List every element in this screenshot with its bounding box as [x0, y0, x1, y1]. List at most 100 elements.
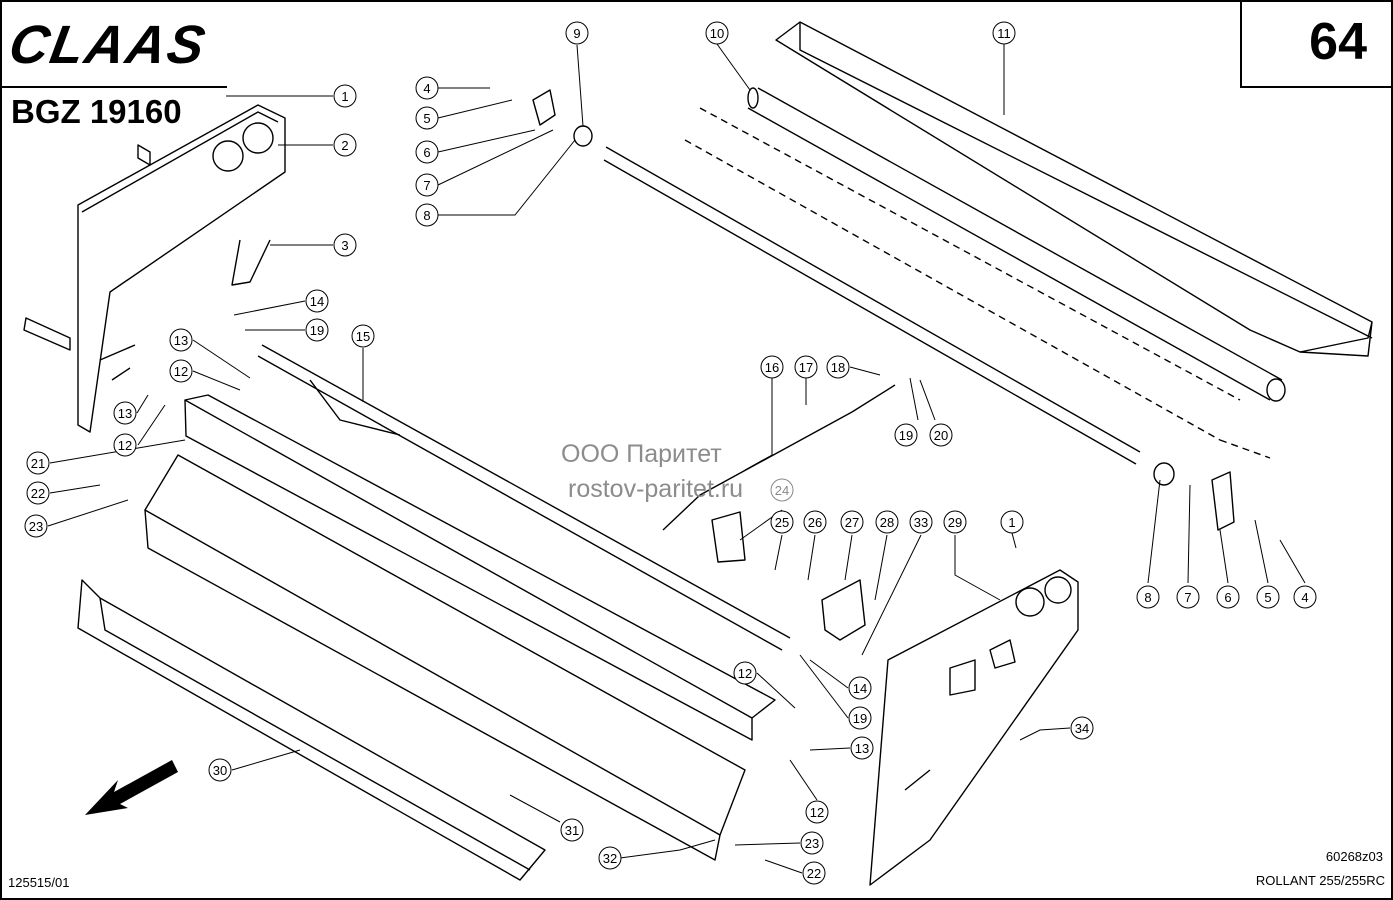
svg-text:31: 31 [565, 823, 579, 838]
svg-text:7: 7 [1184, 590, 1191, 605]
callout-13-c: 13 [850, 736, 874, 760]
callout-5-top: 5 [415, 106, 439, 130]
leader-lines [47, 43, 1306, 874]
svg-text:9: 9 [573, 26, 580, 41]
svg-text:32: 32 [603, 851, 617, 866]
svg-text:14: 14 [853, 681, 867, 696]
strip-30 [77, 579, 546, 881]
callout-24: 24 [770, 478, 794, 502]
callout-12-b: 12 [113, 433, 137, 457]
callout-14-left: 14 [305, 289, 329, 313]
svg-text:22: 22 [31, 486, 45, 501]
callout-15: 15 [351, 324, 375, 348]
svg-text:13: 13 [174, 333, 188, 348]
callout-1-right: 1 [1000, 510, 1024, 534]
svg-text:19: 19 [310, 323, 324, 338]
bracket-11 [775, 21, 1373, 357]
svg-text:1: 1 [341, 89, 348, 104]
svg-text:24: 24 [775, 483, 789, 498]
svg-text:2: 2 [341, 138, 348, 153]
svg-text:13: 13 [118, 406, 132, 421]
svg-text:22: 22 [807, 866, 821, 881]
cover-32 [144, 454, 746, 861]
callout-6-top: 6 [415, 140, 439, 164]
callout-27: 27 [840, 510, 864, 534]
callout-19-right: 19 [848, 706, 872, 730]
header-divider-right-vertical [1240, 2, 1242, 87]
callout-5-right: 5 [1256, 585, 1280, 609]
callout-23-right: 23 [800, 831, 824, 855]
model-label: ROLLANT 255/255RC [1255, 873, 1385, 888]
assembly-code: BGZ 19160 [11, 93, 182, 130]
callout-29: 29 [943, 510, 967, 534]
actuator-24 [711, 511, 746, 563]
callout-33: 33 [909, 510, 933, 534]
svg-text:29: 29 [948, 515, 962, 530]
callout-30: 30 [208, 758, 232, 782]
callout-22-right: 22 [802, 861, 826, 885]
svg-text:5: 5 [1264, 590, 1271, 605]
svg-text:19: 19 [899, 428, 913, 443]
callout-14-right: 14 [848, 676, 872, 700]
callout-7-top: 7 [415, 173, 439, 197]
svg-text:4: 4 [1301, 590, 1308, 605]
callout-17: 17 [794, 355, 818, 379]
svg-text:23: 23 [805, 836, 819, 851]
bracket-6-top [532, 89, 556, 126]
svg-text:10: 10 [710, 26, 724, 41]
rod-16-17 [662, 384, 896, 531]
callout-3: 3 [333, 233, 357, 257]
callout-32: 32 [598, 846, 622, 870]
document-number: 125515/01 [8, 875, 70, 890]
callout-7-right: 7 [1176, 585, 1200, 609]
svg-text:6: 6 [1224, 590, 1231, 605]
drawing-number: 60268z03 [1325, 849, 1383, 864]
callout-2: 2 [333, 133, 357, 157]
svg-text:1: 1 [1008, 515, 1015, 530]
svg-text:20: 20 [934, 428, 948, 443]
bracket-6-right [1211, 471, 1235, 531]
svg-text:12: 12 [118, 438, 132, 453]
bar-15 [257, 344, 791, 651]
callout-25: 25 [770, 510, 794, 534]
bracket-27 [821, 579, 866, 641]
svg-text:8: 8 [423, 208, 430, 223]
svg-text:6: 6 [423, 145, 430, 160]
svg-text:11: 11 [997, 26, 1011, 41]
svg-text:12: 12 [810, 805, 824, 820]
shaft-9 [573, 125, 1175, 486]
direction-arrow [85, 760, 178, 815]
svg-text:23: 23 [29, 519, 43, 534]
watermark-company: ООО Паритет [561, 440, 722, 468]
callout-10: 10 [705, 21, 729, 45]
callout-12-d: 12 [805, 800, 829, 824]
callout-13-a: 13 [169, 328, 193, 352]
svg-text:16: 16 [765, 360, 779, 375]
svg-text:21: 21 [31, 456, 45, 471]
callout-13-b: 13 [113, 401, 137, 425]
header-divider-right [1240, 86, 1391, 88]
callout-18: 18 [826, 355, 850, 379]
svg-text:30: 30 [213, 763, 227, 778]
svg-text:12: 12 [174, 364, 188, 379]
callout-8-right: 8 [1136, 585, 1160, 609]
roller-outline-dashed [684, 107, 1271, 459]
callout-6-right: 6 [1216, 585, 1240, 609]
callout-31: 31 [560, 818, 584, 842]
callout-23-left: 23 [24, 514, 48, 538]
svg-text:25: 25 [775, 515, 789, 530]
svg-text:17: 17 [799, 360, 813, 375]
callout-11: 11 [992, 21, 1016, 45]
svg-text:13: 13 [855, 741, 869, 756]
svg-text:19: 19 [853, 711, 867, 726]
callout-12-c: 12 [733, 661, 757, 685]
callout-16: 16 [760, 355, 784, 379]
callout-19-mid: 19 [894, 423, 918, 447]
callout-19-left: 19 [305, 318, 329, 342]
header-divider-left [2, 86, 227, 88]
svg-text:3: 3 [341, 238, 348, 253]
svg-text:18: 18 [831, 360, 845, 375]
svg-text:4: 4 [423, 81, 430, 96]
svg-text:14: 14 [310, 294, 324, 309]
